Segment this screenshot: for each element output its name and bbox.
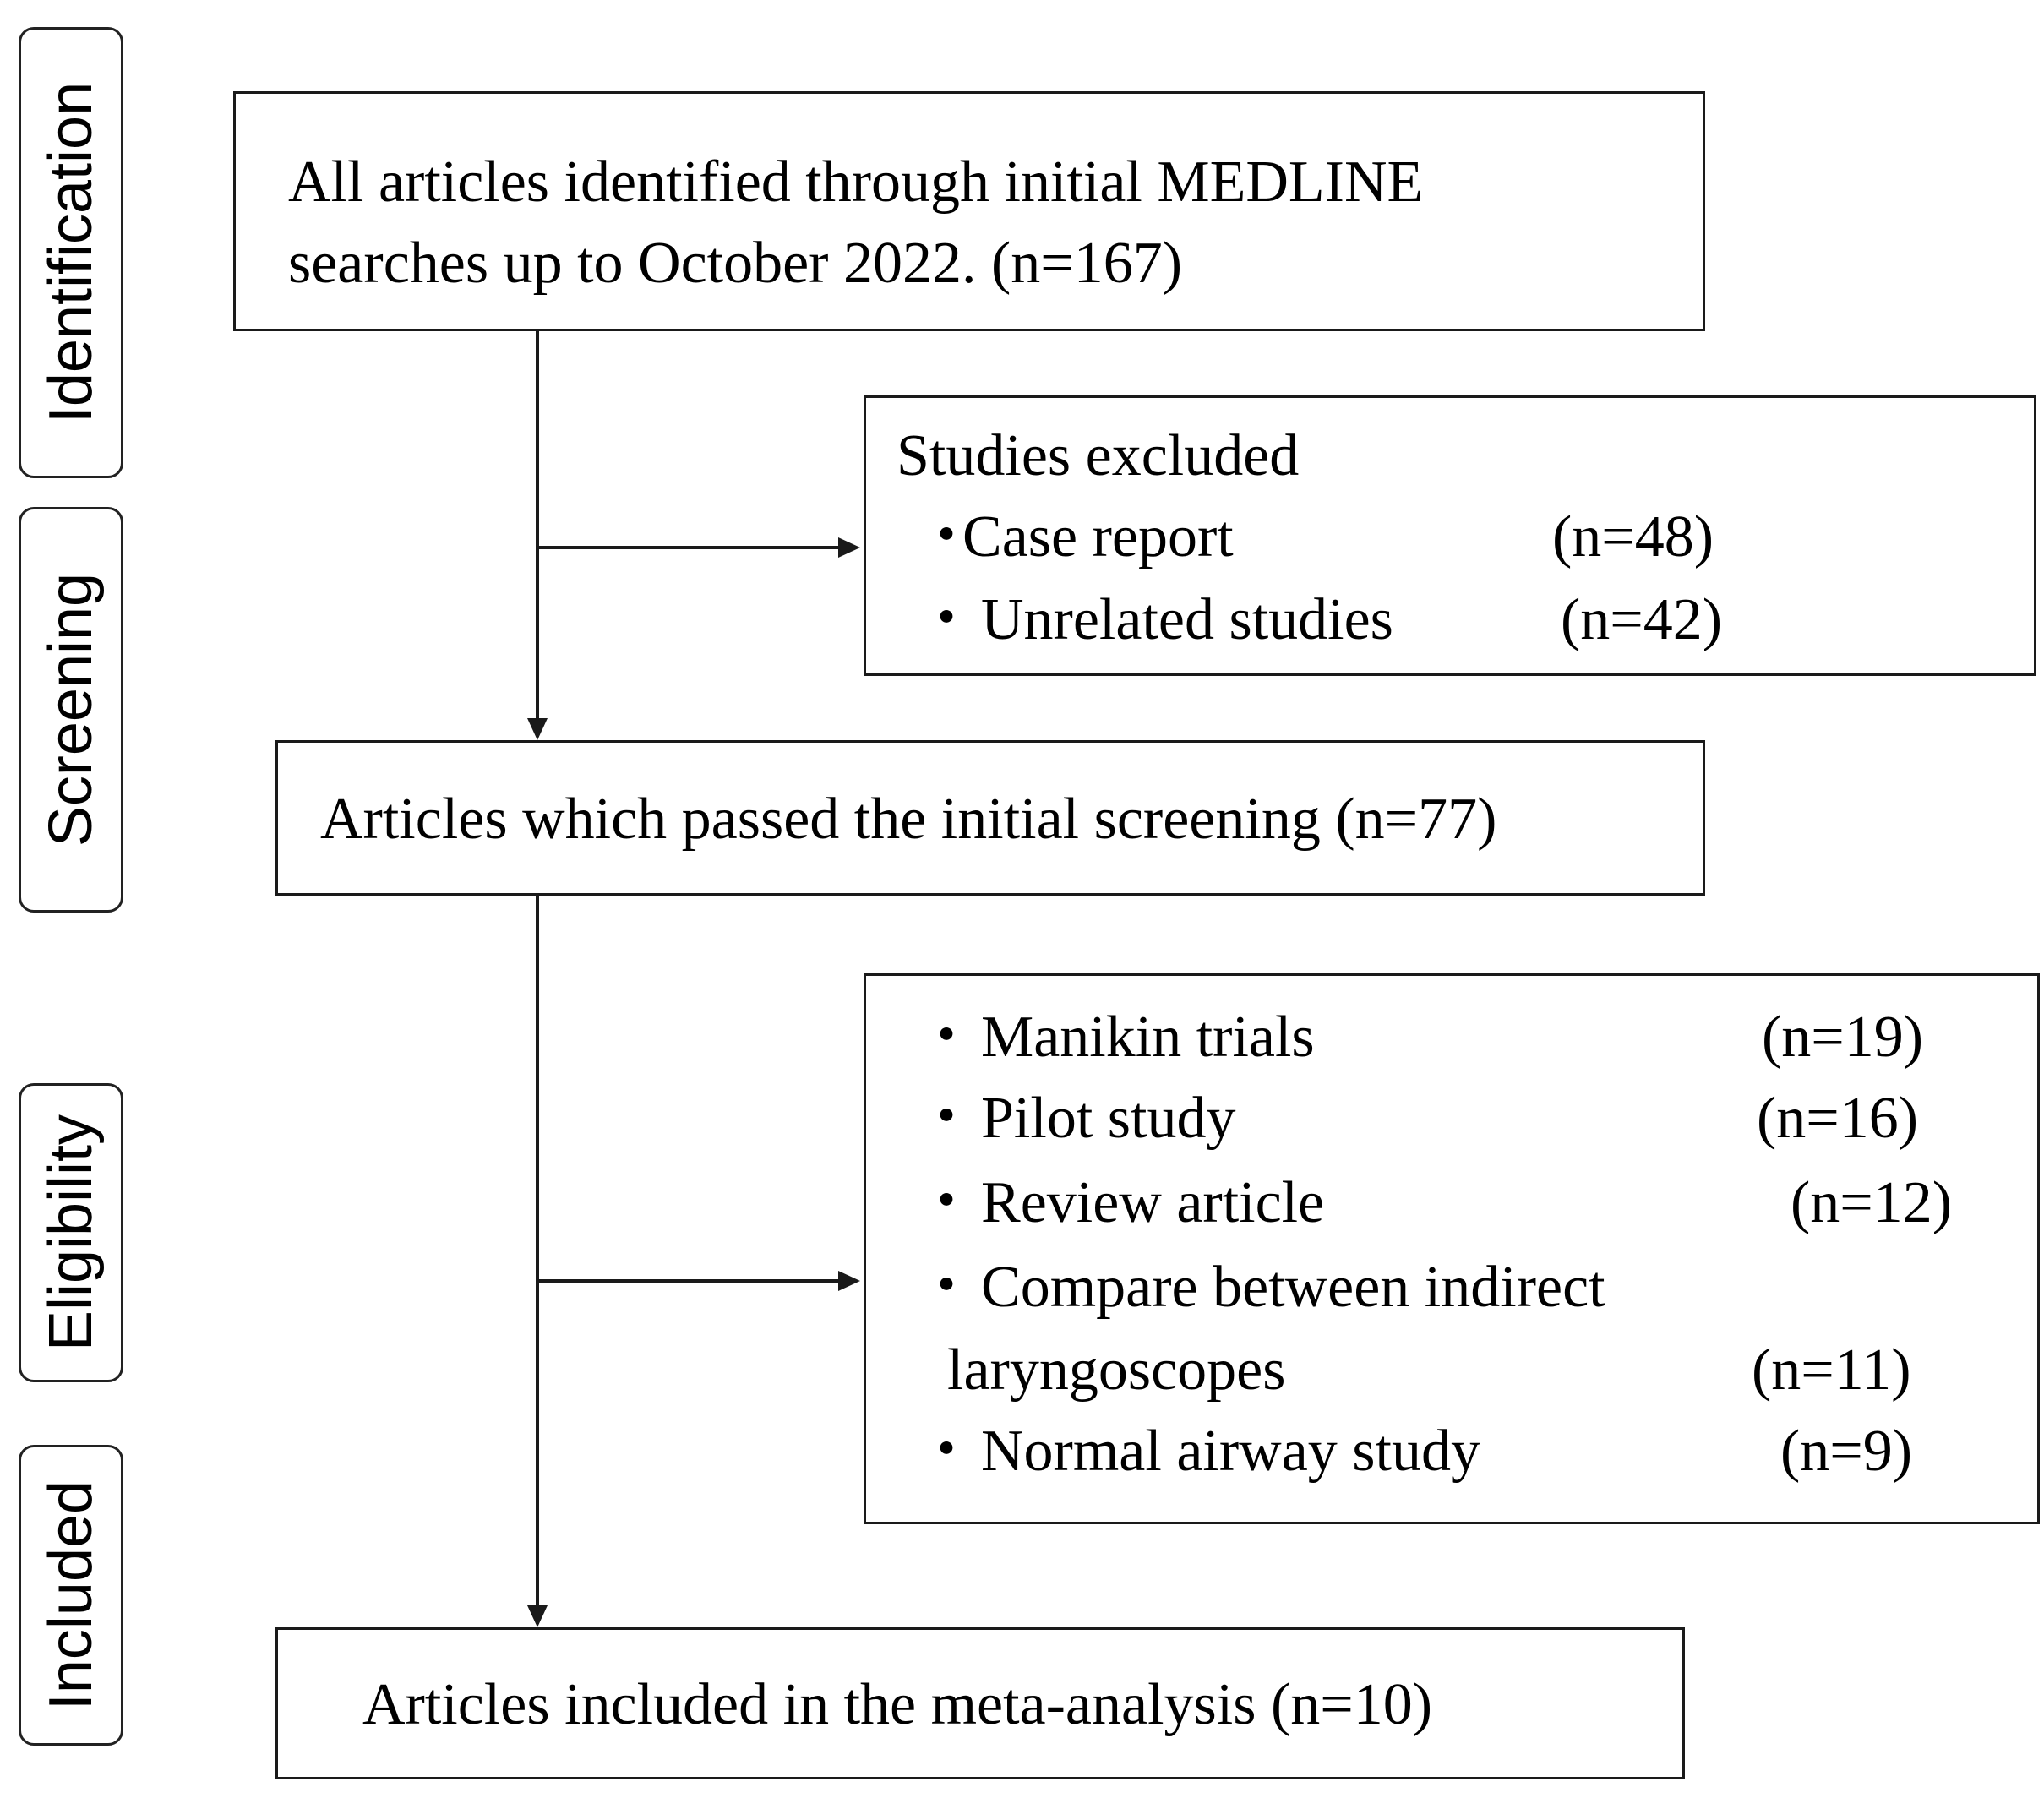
included-text: Articles included in the meta-analysis (… bbox=[362, 1672, 1433, 1737]
exclusion-count-case-report: (n=48) bbox=[1552, 504, 1714, 569]
exclusion-count-unrelated: (n=42) bbox=[1561, 587, 1723, 652]
exclusion-bullet: ・ bbox=[917, 504, 976, 569]
identified-line-2: searches up to October 2022. (n=167) bbox=[288, 231, 1183, 296]
stage-tab-identification: Identification bbox=[19, 27, 123, 478]
screening-exclusions-box: Studies excluded ・ Case report (n=48) ・ … bbox=[864, 395, 2036, 676]
exclusion-count-manikin: (n=19) bbox=[1762, 1005, 1924, 1070]
identified-line-1: All articles identified through initial … bbox=[288, 150, 1424, 215]
screened-box: Articles which passed the initial screen… bbox=[275, 740, 1705, 896]
exclusion-label-case-report: Case report bbox=[962, 504, 1234, 569]
exclusion-bullet: ・ bbox=[917, 1255, 976, 1320]
arrowhead-screening-exclusions bbox=[838, 537, 860, 558]
exclusion-count-compare: (n=11) bbox=[1752, 1338, 1911, 1403]
exclusion-bullet: ・ bbox=[917, 1005, 976, 1070]
exclusion-bullet: ・ bbox=[917, 1170, 976, 1235]
exclusion-count-review: (n=12) bbox=[1791, 1170, 1953, 1235]
exclusion-bullet: ・ bbox=[917, 1086, 976, 1151]
exclusion-label-compare-line2: laryngoscopes bbox=[947, 1338, 1286, 1403]
exclusion-bullet: ・ bbox=[917, 587, 976, 652]
stage-tab-included: Included bbox=[19, 1445, 123, 1746]
exclusion-label-compare: Compare between indirect bbox=[981, 1255, 1605, 1320]
exclusion-label-pilot: Pilot study bbox=[981, 1086, 1236, 1151]
exclusion-label-normal-airway: Normal airway study bbox=[981, 1419, 1480, 1484]
stage-tab-screening: Screening bbox=[19, 507, 123, 913]
exclusion-label-review: Review article bbox=[981, 1170, 1325, 1235]
screened-text: Articles which passed the initial screen… bbox=[320, 787, 1497, 852]
included-box: Articles included in the meta-analysis (… bbox=[275, 1627, 1685, 1779]
exclusion-label-unrelated: Unrelated studies bbox=[981, 587, 1393, 652]
exclusion-count-normal-airway: (n=9) bbox=[1780, 1419, 1913, 1484]
exclusion-bullet: ・ bbox=[917, 1419, 976, 1484]
eligibility-exclusions-box: ・ Manikin trials (n=19) ・ Pilot study (n… bbox=[864, 973, 2040, 1524]
stage-tab-eligibility: Eligibility bbox=[19, 1083, 123, 1382]
arrowhead-included bbox=[527, 1605, 548, 1627]
exclusion-label-manikin: Manikin trials bbox=[981, 1005, 1315, 1070]
exclusion-count-pilot: (n=16) bbox=[1757, 1086, 1919, 1151]
identified-box: All articles identified through initial … bbox=[233, 91, 1705, 331]
arrowhead-eligibility-exclusions bbox=[838, 1271, 860, 1291]
screening-exclusions-title: Studies excluded bbox=[897, 423, 1300, 488]
arrowhead-screened bbox=[527, 718, 548, 740]
